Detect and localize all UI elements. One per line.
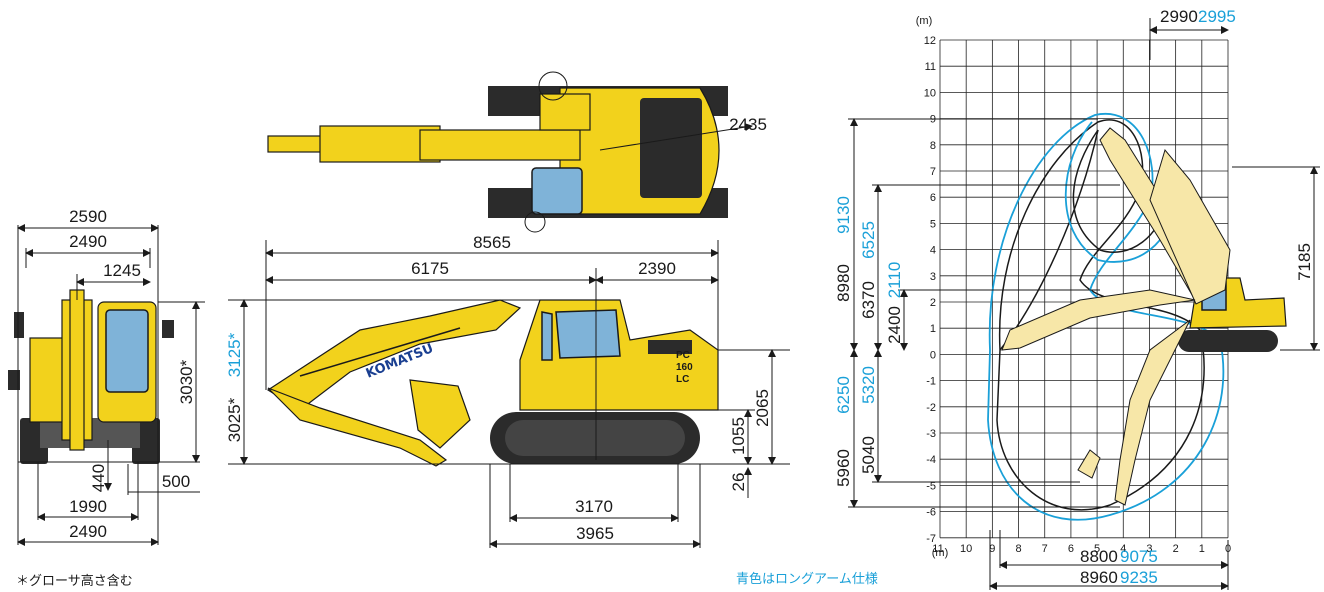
range-vert-depth-long: 5320 <box>859 366 878 404</box>
y-tick-label: -7 <box>926 533 936 545</box>
front-machine <box>8 289 174 464</box>
range-max-height-std: 8980 <box>834 264 853 302</box>
range-dump-height-long: 6525 <box>859 221 878 259</box>
side-height-std: 3025* <box>225 397 244 442</box>
x-tick-label: 10 <box>960 543 972 555</box>
y-tick-label: 9 <box>930 114 936 126</box>
y-tick-label: 5 <box>930 218 936 230</box>
y-tick-label: -5 <box>926 480 936 492</box>
range-max-depth-long: 6250 <box>834 376 853 414</box>
y-tick-label: 1 <box>930 323 936 335</box>
y-tick-label: 7 <box>930 166 936 178</box>
range-right-height: 7185 <box>1295 243 1314 281</box>
range-min-swing-std: 2990 <box>1160 7 1198 26</box>
side-machine: KOMATSU PC 160 LC <box>266 299 719 467</box>
range-reach-std: 8960 <box>1080 568 1118 587</box>
side-tail-length: 2390 <box>638 259 676 278</box>
range-y-unit: (m) <box>916 15 933 27</box>
range-dump-height-std: 6370 <box>859 281 878 319</box>
front-width-bottom: 2490 <box>69 522 107 541</box>
side-overall-length: 8565 <box>473 233 511 252</box>
y-tick-label: 8 <box>930 140 936 152</box>
y-tick-label: 11 <box>925 61 936 73</box>
front-gauge: 1990 <box>69 497 107 516</box>
y-tick-label: 10 <box>924 87 936 99</box>
y-tick-label: 0 <box>930 349 936 361</box>
grouser-note: ＊グローサ高さ含む <box>16 573 133 588</box>
range-level-cut-long: 2110 <box>885 262 904 299</box>
range-x-unit: (m) <box>932 547 949 559</box>
front-half-width: 1245 <box>103 261 141 280</box>
front-clearance: 440 <box>89 464 108 492</box>
range-machine <box>1001 127 1287 506</box>
range-level-cut-std: 2400 <box>885 306 904 344</box>
top-tail-radius: 2435 <box>729 115 767 134</box>
x-tick-label: 1 <box>1199 543 1205 555</box>
x-tick-label: 9 <box>989 543 995 555</box>
side-model-pc: PC <box>676 350 690 361</box>
y-tick-label: -1 <box>926 376 936 388</box>
range-reach-ground-long: 9075 <box>1120 547 1158 566</box>
range-reach-ground-std: 8800 <box>1080 547 1118 566</box>
front-shoe: 500 <box>162 472 190 491</box>
y-tick-label: 12 <box>924 35 936 47</box>
front-width-track: 2490 <box>69 232 107 251</box>
x-tick-label: 6 <box>1068 543 1074 555</box>
y-tick-label: -3 <box>926 428 936 440</box>
side-track-length: 3965 <box>576 524 614 543</box>
y-tick-label: 3 <box>930 271 936 283</box>
x-tick-label: 4 <box>1120 543 1126 555</box>
front-width-total: 2590 <box>69 207 107 226</box>
y-tick-label: 4 <box>930 245 936 257</box>
x-tick-label: 7 <box>1042 543 1048 555</box>
x-tick-label: 11 <box>932 543 943 555</box>
range-max-depth-std: 5960 <box>834 449 853 487</box>
range-max-height-long: 9130 <box>834 196 853 234</box>
x-tick-label: 8 <box>1015 543 1021 555</box>
y-tick-label: -6 <box>926 507 936 519</box>
y-tick-label: 2 <box>930 297 936 309</box>
x-tick-label: 3 <box>1146 543 1152 555</box>
range-min-swing-long: 2995 <box>1198 7 1236 26</box>
top-view: 2435 <box>267 71 767 233</box>
x-tick-label: 2 <box>1173 543 1179 555</box>
front-height: 3030* <box>177 359 196 404</box>
side-model-160: 160 <box>676 362 693 373</box>
side-cw-clearance: 1055 <box>729 417 748 455</box>
side-view: KOMATSU PC 160 LC 8565 6175 2390 3025* 3… <box>225 233 790 548</box>
y-tick-label: -2 <box>926 402 936 414</box>
side-height-long: 3125* <box>225 332 244 377</box>
front-view: 2590 2490 1245 3030* 1990 2490 500 440 <box>8 207 205 546</box>
side-tumbler: 3170 <box>575 497 613 516</box>
side-cab-height: 2065 <box>753 389 772 427</box>
side-model-lc: LC <box>676 374 689 385</box>
side-ground-clearance: 26 <box>729 473 748 492</box>
y-tick-label: -4 <box>926 454 936 466</box>
side-front-length: 6175 <box>411 259 449 278</box>
x-tick-label: 5 <box>1094 543 1100 555</box>
range-vert-depth-std: 5040 <box>859 436 878 474</box>
y-tick-label: 6 <box>930 192 936 204</box>
range-reach-long: 9235 <box>1120 568 1158 587</box>
long-arm-legend: 青色はロングアーム仕様 <box>736 571 878 586</box>
